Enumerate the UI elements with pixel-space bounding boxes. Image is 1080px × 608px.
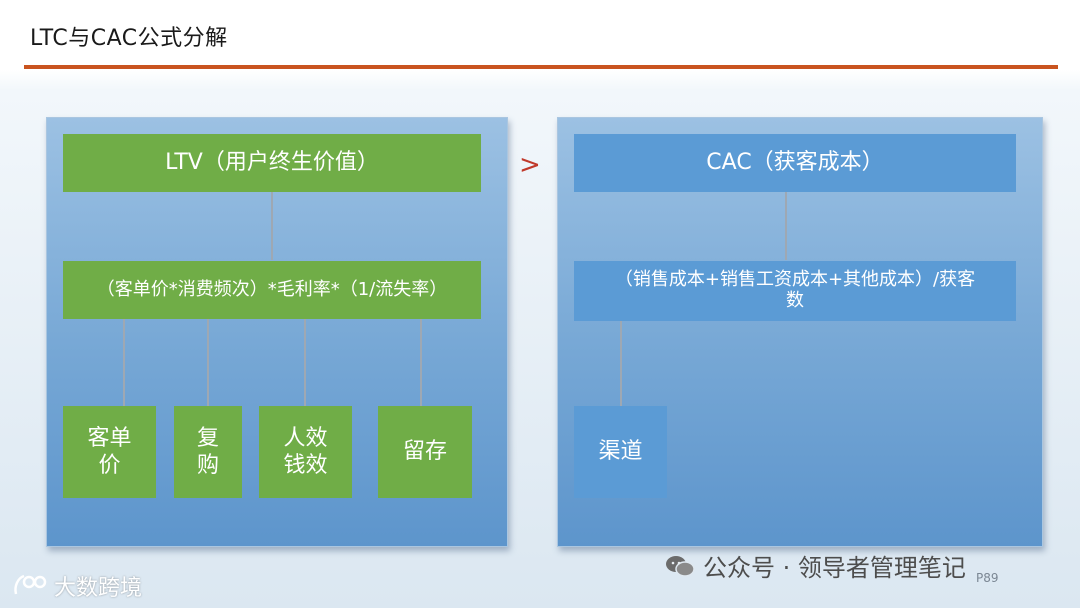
wechat-icon — [666, 555, 695, 577]
cac-connector-root — [785, 192, 787, 260]
cac-leaf-label: 渠道 — [598, 439, 643, 465]
page-number: P89 — [976, 571, 999, 585]
ltv-leaf-label: 留存 — [402, 439, 447, 465]
brand-watermark: 大数跨境 — [12, 570, 142, 602]
ltv-connector-2 — [207, 319, 209, 406]
ltv-leaf-label: 人效 钱效 — [283, 425, 328, 479]
cac-formula-label: （销售成本+销售工资成本+其他成本）/获客 数 — [614, 269, 976, 311]
cac-leaf-node: 渠道 — [574, 406, 667, 498]
ltv-leaf-label: 复 购 — [196, 425, 219, 479]
ltv-root-node: LTV（用户终生价值） — [63, 134, 481, 192]
cac-root-node: CAC（获客成本） — [574, 134, 1016, 192]
cac-formula-node: （销售成本+销售工资成本+其他成本）/获客 数 — [574, 261, 1016, 321]
ltv-leaf-node: 人效 钱效 — [259, 406, 352, 498]
ltv-connector-1 — [123, 319, 125, 406]
ltv-connector-4 — [420, 319, 422, 406]
ltv-connector-3 — [304, 319, 306, 406]
cac-connector-1 — [620, 321, 622, 406]
ltv-root-label: LTV（用户终生价值） — [165, 150, 379, 176]
ltv-connector-root — [271, 192, 273, 260]
cac-root-label: CAC（获客成本） — [706, 150, 884, 176]
ltv-formula-label: （客单价*消费频次）*毛利率*（1/流失率） — [96, 278, 448, 300]
wechat-watermark: 公众号 · 领导者管理笔记 — [665, 548, 966, 583]
ltv-leaf-node: 复 购 — [174, 406, 242, 498]
ltv-leaf-node: 留存 — [378, 406, 472, 498]
brand-logo-icon — [14, 574, 47, 595]
wechat-watermark-text: 公众号 · 领导者管理笔记 — [703, 554, 966, 582]
ltv-leaf-node: 客单 价 — [63, 406, 156, 498]
title-divider — [24, 65, 1058, 69]
page-title: LTC与CAC公式分解 — [30, 26, 228, 51]
ltv-leaf-label: 客单 价 — [87, 425, 132, 479]
chevron-right-icon: > — [519, 150, 541, 180]
brand-watermark-text: 大数跨境 — [54, 576, 143, 601]
ltv-formula-node: （客单价*消费频次）*毛利率*（1/流失率） — [63, 261, 481, 319]
